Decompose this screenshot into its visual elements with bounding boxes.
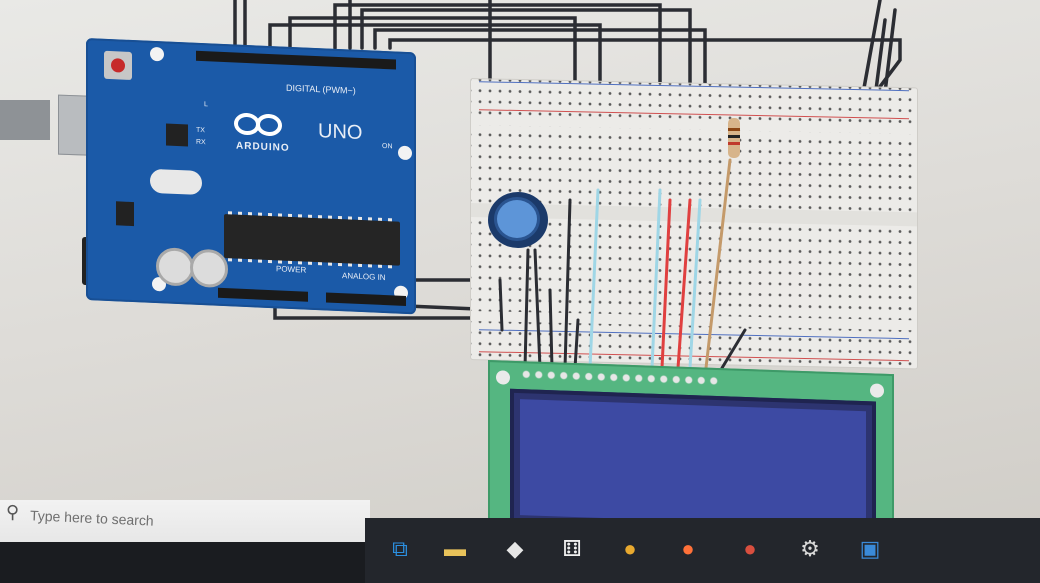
- box-app-icon[interactable]: ◆: [506, 536, 524, 561]
- lcd-screen: [510, 388, 876, 538]
- taskbar-search-box[interactable]: ⚲ Type here to search: [0, 500, 370, 546]
- vscode-icon[interactable]: ⧉: [392, 536, 408, 561]
- usb-cable: [0, 100, 50, 140]
- resistor[interactable]: [728, 118, 740, 158]
- taskbar[interactable]: ⧉ ▬ ◆ ⚅ ● ● ● ⚙ ▣: [365, 518, 1040, 583]
- firefox-icon[interactable]: ●: [681, 536, 695, 561]
- search-icon: ⚲: [6, 502, 20, 522]
- search-placeholder[interactable]: Type here to search: [29, 507, 155, 529]
- file-explorer-icon[interactable]: ▬: [444, 536, 466, 561]
- lcd-glass: [520, 399, 866, 528]
- mount-hole: [870, 383, 884, 398]
- chrome-icon[interactable]: ●: [623, 536, 637, 561]
- potentiometer[interactable]: [488, 192, 548, 248]
- chrome-2-icon[interactable]: ●: [743, 536, 757, 561]
- app-dice-icon[interactable]: ⚅: [562, 536, 582, 561]
- mount-hole: [496, 370, 510, 385]
- app-blue-icon[interactable]: ▣: [859, 536, 881, 561]
- lcd-pins: [520, 367, 720, 389]
- settings-icon[interactable]: ⚙: [800, 536, 820, 561]
